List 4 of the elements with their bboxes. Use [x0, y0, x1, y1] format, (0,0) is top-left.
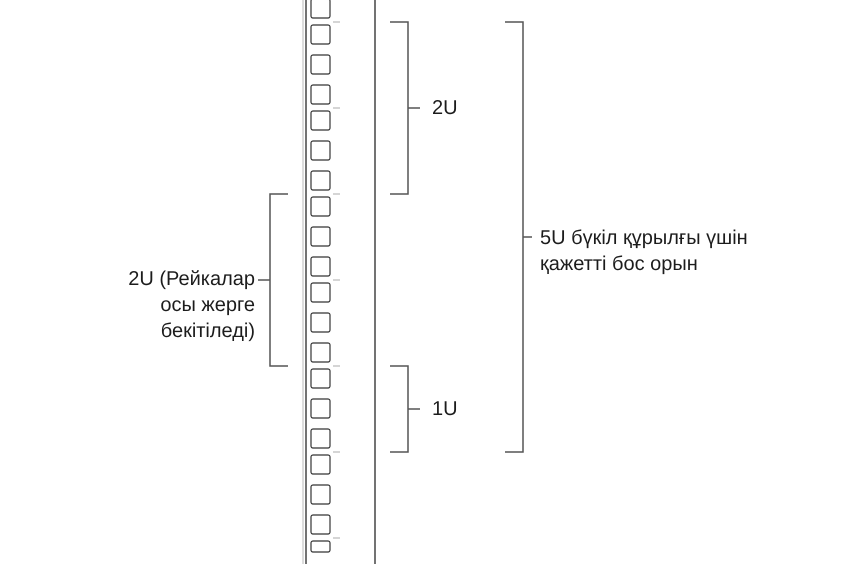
dimension-label: 5U бүкіл құрылғы үшін қажетті бос орын	[540, 226, 749, 277]
dimension-label: 1U	[432, 397, 459, 422]
dimension-label: 2U	[432, 96, 459, 121]
dimension-label: 2U (Рейкалар осы жерге бекітіледі)	[127, 267, 255, 344]
